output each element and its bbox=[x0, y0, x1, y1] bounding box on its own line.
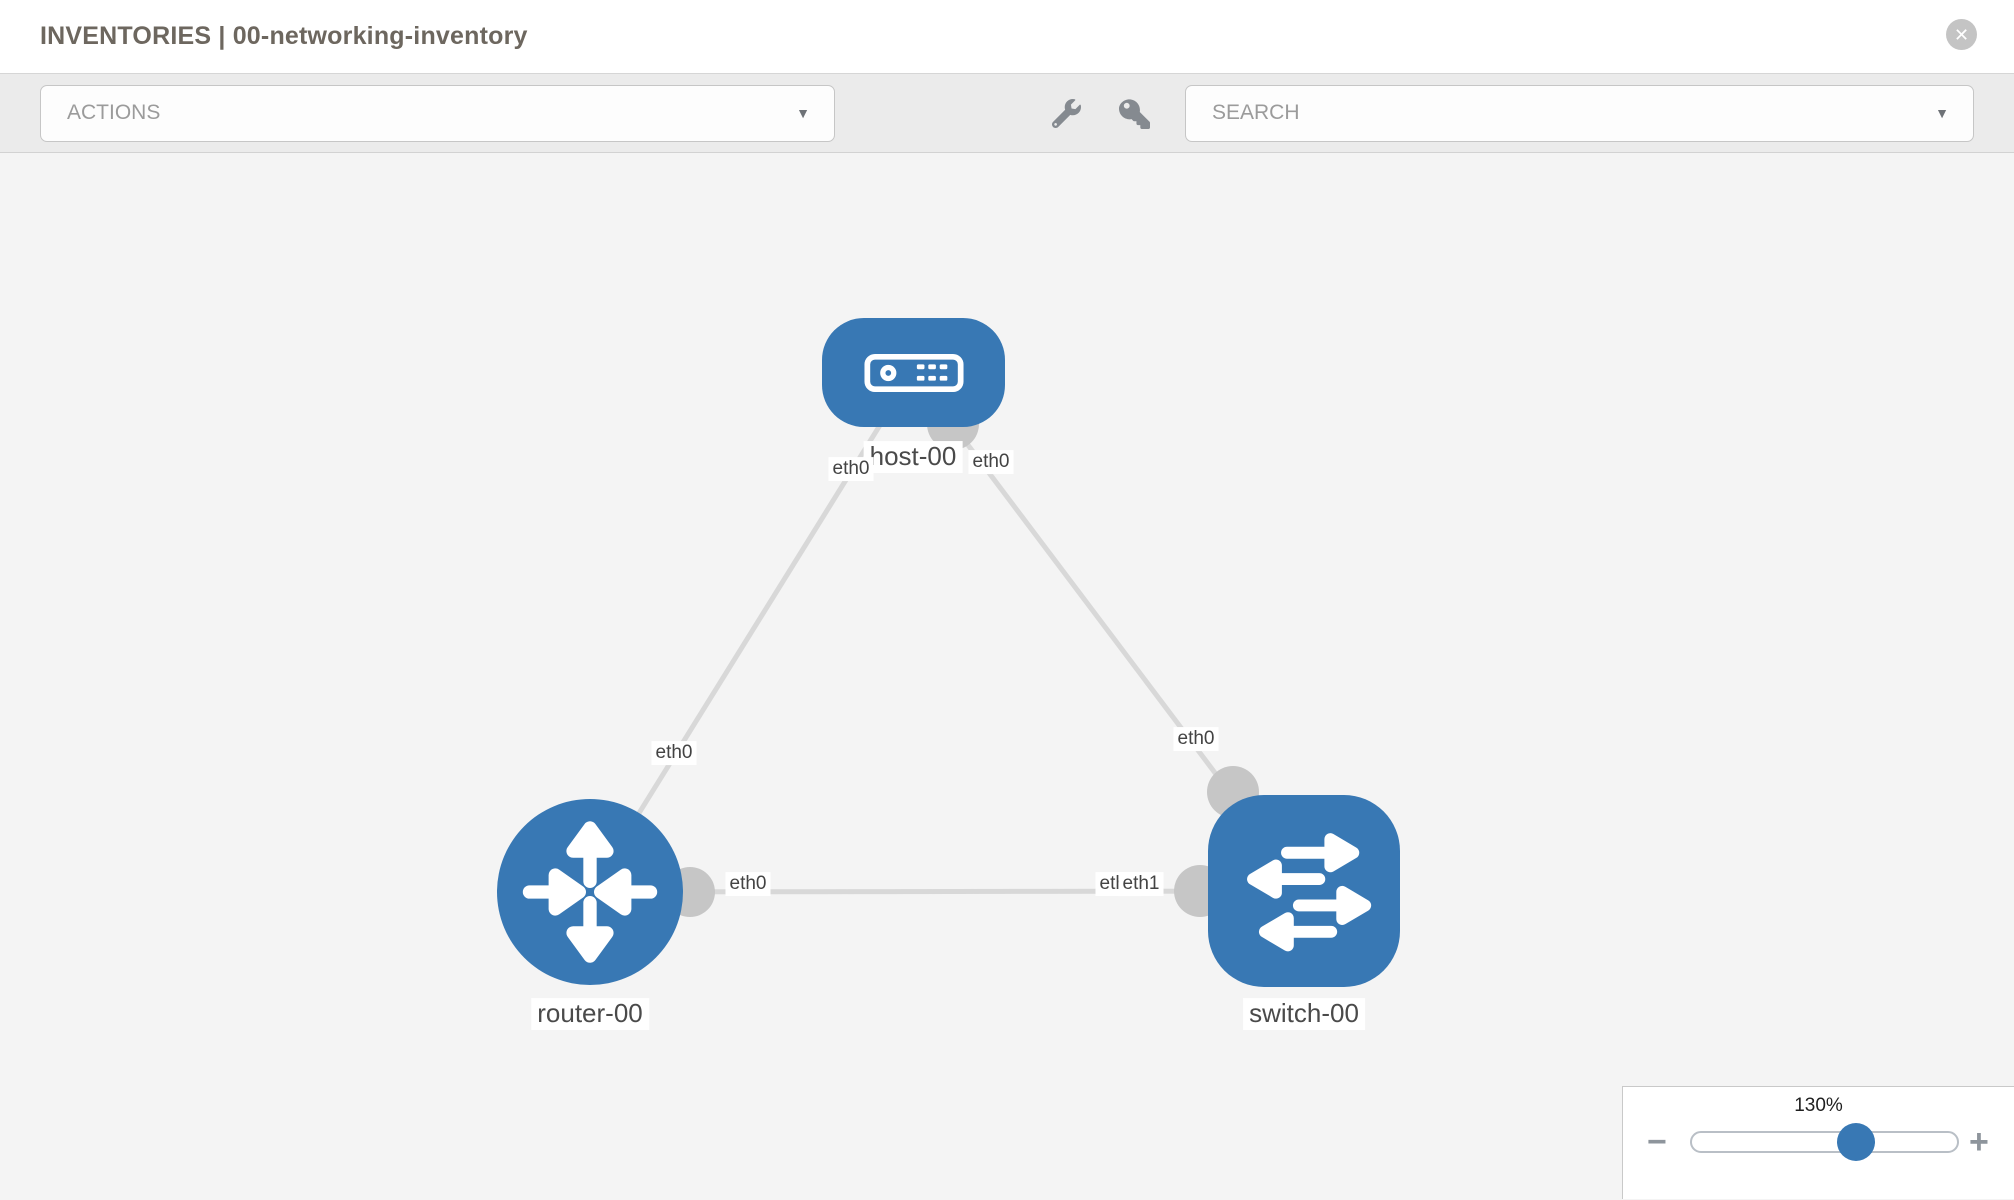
interface-label-eth0: eth0 bbox=[1173, 727, 1219, 751]
search-dropdown-value: SEARCH bbox=[1211, 101, 1300, 124]
key-icon-glyph bbox=[1118, 98, 1150, 129]
node-router-00[interactable] bbox=[497, 799, 683, 985]
zoom-in-button[interactable]: + bbox=[1969, 1123, 1989, 1161]
chevron-down-icon: ▼ bbox=[796, 105, 810, 121]
actions-dropdown[interactable]: ACTIONS ▼ bbox=[40, 84, 835, 142]
close-button[interactable]: ✕ bbox=[1946, 19, 1977, 50]
zoom-out-button[interactable]: − bbox=[1647, 1123, 1667, 1161]
actions-dropdown-value: ACTIONS bbox=[67, 101, 161, 124]
wrench-icon[interactable] bbox=[1051, 98, 1081, 128]
zoom-slider-thumb[interactable] bbox=[1837, 1123, 1875, 1161]
header: INVENTORIES | 00-networking-inventory ✕ bbox=[0, 0, 2014, 74]
node-label-switch-00: switch-00 bbox=[1243, 998, 1365, 1030]
page-title: INVENTORIES | 00-networking-inventory bbox=[40, 22, 528, 50]
topology-links-layer bbox=[587, 370, 1306, 917]
interface-label-eth0: eth0 bbox=[651, 741, 697, 765]
wrench-icon-glyph bbox=[1051, 98, 1081, 128]
node-switch-00[interactable] bbox=[1208, 795, 1400, 987]
interface-label-eth0: eth0 bbox=[725, 872, 771, 896]
zoom-panel: 130% − + bbox=[1622, 1086, 2014, 1199]
zoom-slider[interactable] bbox=[1690, 1123, 1959, 1161]
toolbar: ACTIONS ▼ SEARCH ▼ bbox=[0, 74, 2014, 153]
node-label-host-00: host-00 bbox=[863, 441, 963, 473]
key-icon[interactable] bbox=[1118, 98, 1150, 129]
toolbar-tools bbox=[1051, 98, 1150, 129]
interface-label-eth0: eth0 bbox=[968, 450, 1014, 474]
chevron-down-icon: ▼ bbox=[1935, 105, 1949, 121]
interface-label-eth0: eth0 bbox=[828, 457, 874, 481]
zoom-level: 130% bbox=[1794, 1095, 1843, 1116]
node-label-router-00: router-00 bbox=[531, 998, 649, 1030]
node-host-00[interactable] bbox=[822, 318, 1005, 427]
close-icon: ✕ bbox=[1953, 24, 1970, 45]
interface-label-eth1: eth1 bbox=[1118, 872, 1164, 896]
host-icon bbox=[863, 353, 964, 392]
topology-canvas[interactable]: host-00 router-00 switch-00 eth0 eth0 eth0 eth… bbox=[0, 153, 2014, 1199]
search-dropdown[interactable]: SEARCH ▼ bbox=[1184, 84, 1974, 142]
switch-icon bbox=[1247, 833, 1372, 952]
router-icon bbox=[522, 821, 658, 963]
